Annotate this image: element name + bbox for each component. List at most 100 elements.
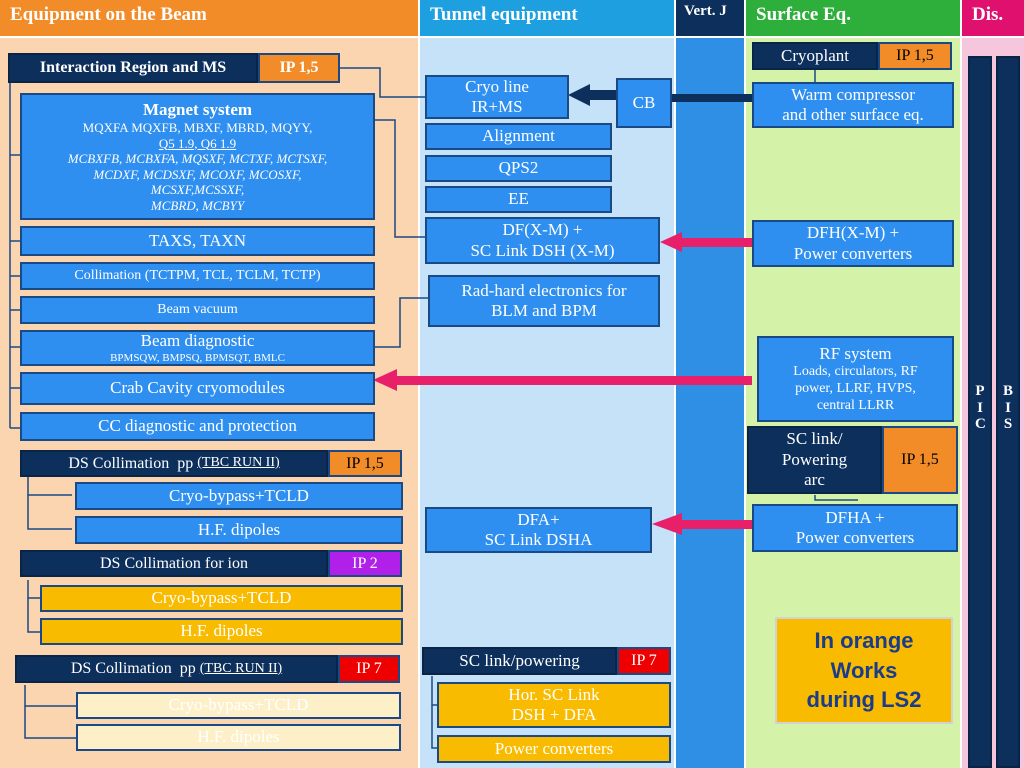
warm-box: Warm compressor and other surface eq. xyxy=(752,82,954,128)
ds3-item2-box: H.F. dipoles xyxy=(76,724,401,751)
note-line3: during LS2 xyxy=(806,687,922,713)
header-tunnel: Tunnel equipment xyxy=(420,0,674,36)
ds1-title-box: DS Collimation pp (TBC RUN II) xyxy=(20,450,328,477)
diagnostic-box: Beam diagnostic BPMSQW, BMPSQ, BPMSQT, B… xyxy=(20,330,375,366)
ds3-title-box: DS Collimation pp (TBC RUN II) xyxy=(15,655,338,683)
dfha-box: DFHA + Power converters xyxy=(752,504,958,552)
ds1-item1: Cryo-bypass+TCLD xyxy=(169,485,309,505)
magnet-system-box: Magnet system MQXFA MQXFB, MBXF, MBRD, M… xyxy=(20,93,375,220)
ee-label: EE xyxy=(508,189,529,209)
sclink-title-box: SC link/powering xyxy=(422,647,617,675)
ds3-title: DS Collimation pp xyxy=(70,660,200,678)
ds2-item2: H.F. dipoles xyxy=(180,621,263,641)
cryoplant-box: Cryoplant xyxy=(752,42,878,70)
ds2-tag: IP 2 xyxy=(328,550,402,577)
ds2-title: DS Collimation for ion xyxy=(100,554,248,572)
cc-diag-label: CC diagnostic and protection xyxy=(98,416,297,436)
cryoplant-label: Cryoplant xyxy=(781,45,849,65)
df-line1: DF(X-M) + xyxy=(502,220,583,240)
header-vert: Vert. J xyxy=(676,0,744,36)
dfa-line2: SC Link DSHA xyxy=(484,530,593,549)
dfa-box: DFA+ SC Link DSHA xyxy=(425,507,652,553)
warm-line1: Warm compressor xyxy=(791,84,915,104)
warm-line2: and other surface eq. xyxy=(782,105,924,124)
header-beam: Equipment on the Beam xyxy=(0,0,418,36)
bis-bar: B I S xyxy=(996,56,1020,768)
cc-diag-box: CC diagnostic and protection xyxy=(20,412,375,441)
vacuum-label: Beam vacuum xyxy=(157,301,238,317)
alignment-box: Alignment xyxy=(425,123,612,150)
hor-line2: DSH + DFA xyxy=(511,705,597,724)
taxs-box: TAXS, TAXN xyxy=(20,226,375,256)
ds2-item1-box: Cryo-bypass+TCLD xyxy=(40,585,403,612)
df-line2: SC Link DSH (X-M) xyxy=(470,240,615,260)
crab-box: Crab Cavity cryomodules xyxy=(20,372,375,405)
magnet-line1: MQXFA MQXFB, MBXF, MBRD, MQYY, xyxy=(82,119,313,135)
sclink-title: SC link/powering xyxy=(459,650,580,670)
hor-line1: Hor. SC Link xyxy=(508,684,600,704)
rf-line3: central LLRR xyxy=(816,397,895,413)
vacuum-box: Beam vacuum xyxy=(20,296,375,324)
magnet-line5: MCSXF,MCSSXF, xyxy=(150,182,245,198)
df-box: DF(X-M) + SC Link DSH (X-M) xyxy=(425,217,660,264)
power-converters-box: Power converters xyxy=(437,735,671,763)
sc-arc-tag: IP 1,5 xyxy=(882,426,958,494)
hor-box: Hor. SC Link DSH + DFA xyxy=(437,682,671,728)
rf-line1: Loads, circulators, RF xyxy=(793,364,918,379)
rad-line2: BLM and BPM xyxy=(491,301,597,320)
cryoline-box: Cryo line IR+MS xyxy=(425,75,569,119)
ds3-run: (TBC RUN II) xyxy=(199,660,283,676)
ds2-title-box: DS Collimation for ion xyxy=(20,550,328,577)
note-line2: Works xyxy=(830,657,898,683)
ds1-item2-box: H.F. dipoles xyxy=(75,516,403,544)
bis-label: B I S xyxy=(1003,383,1014,432)
magnet-line4: MCDXF, MCDSXF, MCOXF, MCOSXF, xyxy=(93,166,302,182)
ds2-item1: Cryo-bypass+TCLD xyxy=(151,588,292,608)
ds1-item1-box: Cryo-bypass+TCLD xyxy=(75,482,403,510)
ir-title-box: Interaction Region and MS xyxy=(8,53,258,83)
sc-line2: Powering xyxy=(781,449,848,469)
ir-title: Interaction Region and MS xyxy=(39,59,227,77)
cryoplant-tag: IP 1,5 xyxy=(878,42,952,70)
cb-box: CB xyxy=(616,78,672,128)
cryoline-line2: IR+MS xyxy=(471,97,523,116)
ee-box: EE xyxy=(425,186,612,213)
ds1-run: (TBC RUN II) xyxy=(197,455,280,471)
dfh-box: DFH(X-M) + Power converters xyxy=(752,220,954,267)
collimation-label: Collimation (TCTPM, TCL, TCLM, TCTP) xyxy=(74,267,321,283)
rad-box: Rad-hard electronics for BLM and BPM xyxy=(428,275,660,327)
dfa-line1: DFA+ xyxy=(517,509,560,529)
magnet-line6: MCBRD, MCBYY xyxy=(150,197,245,213)
works-note-box: In orange Works during LS2 xyxy=(775,617,953,724)
dfha-line1: DFHA + xyxy=(825,507,885,527)
header-dis: Dis. xyxy=(962,0,1024,36)
ds1-title: DS Collimation pp xyxy=(68,454,198,472)
taxs-label: TAXS, TAXN xyxy=(148,230,247,250)
cb-label: CB xyxy=(632,92,656,112)
pic-bar: P I C xyxy=(968,56,992,768)
magnet-line2: Q5 1.9, Q6 1.9 xyxy=(158,135,237,151)
rad-line1: Rad-hard electronics for xyxy=(461,280,627,300)
ds3-item2: H.F. dipoles xyxy=(197,727,280,747)
header-surface: Surface Eq. xyxy=(746,0,960,36)
sc-arc-box: SC link/ Powering arc xyxy=(747,426,882,494)
magnet-line3: MCBXFB, MCBXFA, MQSXF, MCTXF, MCTSXF, xyxy=(67,151,328,167)
rf-line2: power, LLRF, HVPS, xyxy=(795,380,916,396)
ds3-item1: Cryo-bypass+TCLD xyxy=(168,695,309,715)
dfh-line2: Power converters xyxy=(793,243,913,263)
dfha-line2: Power converters xyxy=(795,528,915,547)
rf-title: RF system xyxy=(819,343,892,363)
sclink-tag: IP 7 xyxy=(617,647,671,675)
sc-line1: SC link/ xyxy=(786,429,843,449)
qps2-label: QPS2 xyxy=(498,158,539,178)
ds2-item2-box: H.F. dipoles xyxy=(40,618,403,645)
dfh-line1: DFH(X-M) + xyxy=(806,223,900,243)
ds3-tag: IP 7 xyxy=(338,655,400,683)
collimation-box: Collimation (TCTPM, TCL, TCLM, TCTP) xyxy=(20,262,375,290)
ds1-tag: IP 1,5 xyxy=(328,450,402,477)
diagnostic-sub: BPMSQW, BMPSQ, BPMSQT, BMLC xyxy=(110,351,285,364)
ds3-item1-box: Cryo-bypass+TCLD xyxy=(76,692,401,719)
pic-label: P I C xyxy=(975,383,986,432)
crab-label: Crab Cavity cryomodules xyxy=(110,378,285,398)
